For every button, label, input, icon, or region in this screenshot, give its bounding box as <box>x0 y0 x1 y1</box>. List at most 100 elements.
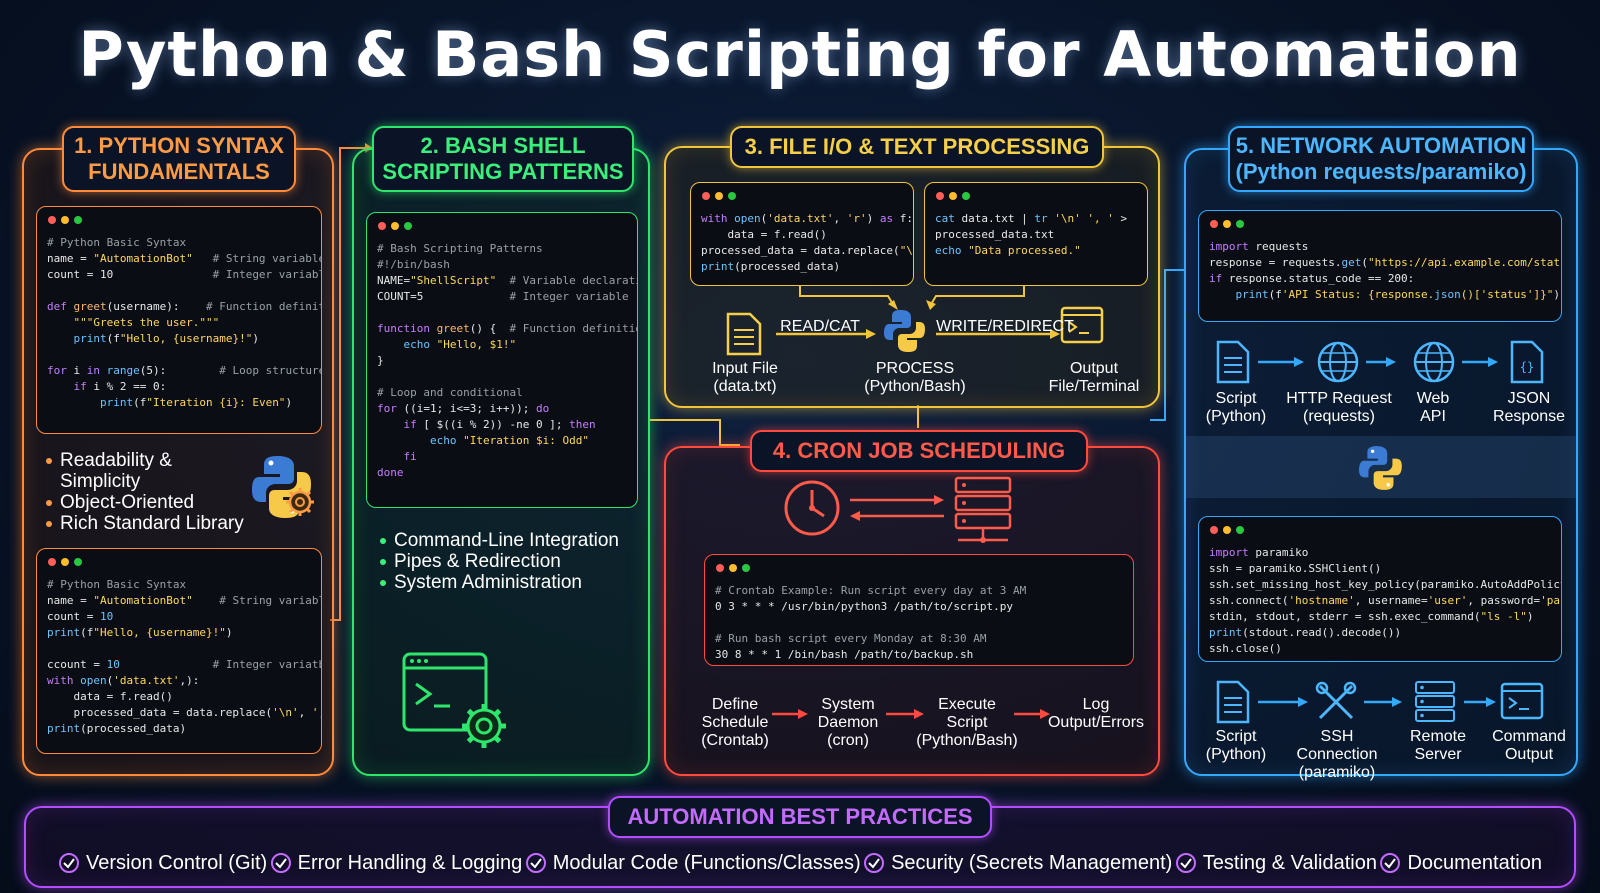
http-step-request: HTTP Request (requests) <box>1284 390 1394 426</box>
flow-label-line: HTTP Request <box>1286 390 1392 407</box>
flow-label-line: Daemon <box>817 714 879 731</box>
python-basic-code-block: # Python Basic Syntax name = "Automation… <box>36 206 322 434</box>
http-step-json: JSON Response <box>1486 390 1572 426</box>
cron-step-execute: Execute Script (Python/Bash) <box>912 696 1022 750</box>
list-item: Pipes & Redirection <box>378 551 628 572</box>
terminal-icon <box>1060 306 1104 344</box>
file-io-flow-graphics <box>726 286 1104 356</box>
flow-label-line: Execute <box>938 696 996 713</box>
practice-label: Security (Secrets Management) <box>891 851 1173 874</box>
ssh-step-server: Remote Server <box>1398 728 1478 764</box>
cron-step-define: Define Schedule (Crontab) <box>694 696 776 750</box>
gear-icon <box>286 488 314 516</box>
server-icon <box>954 476 1012 543</box>
flow-label-line: Script <box>946 714 988 731</box>
list-item: Modular Code (Functions/Classes) <box>525 852 861 875</box>
bash-patterns-title-line1: 2. BASH SHELL <box>420 133 586 158</box>
window-dots <box>716 564 750 572</box>
clock-icon <box>784 480 840 536</box>
terminal-icon <box>1500 682 1544 720</box>
svg-text:{}: {} <box>1520 360 1534 374</box>
globe-icon <box>1413 341 1455 383</box>
best-practices-title: AUTOMATION BEST PRACTICES <box>608 796 992 838</box>
bash-features-list: Command-Line Integration Pipes & Redirec… <box>378 530 628 593</box>
list-item: Documentation <box>1379 852 1542 875</box>
flow-label-line: (Python) <box>1205 746 1267 763</box>
practice-label: Modular Code (Functions/Classes) <box>552 851 861 874</box>
flow-label-line: Input File <box>712 360 778 377</box>
output-file-label: Output File/Terminal <box>1034 360 1154 396</box>
practice-label: Version Control (Git) <box>86 851 268 874</box>
flow-label-line: System <box>821 696 875 713</box>
ssh-flow-graphics <box>1216 680 1544 724</box>
flow-label-line: (data.txt) <box>713 378 777 395</box>
list-item: Object-Oriented <box>44 492 254 513</box>
list-item: Security (Secrets Management) <box>863 852 1172 875</box>
python-logo-icon <box>1359 446 1402 490</box>
flow-label-line: Define <box>711 696 759 713</box>
file-io-title: 3. FILE I/O & TEXT PROCESSING <box>730 126 1104 168</box>
page-title: Python & Bash Scripting for Automation <box>78 18 1522 91</box>
flow-label-line: Log <box>1082 696 1110 713</box>
cron-flow-arrows <box>772 709 1050 719</box>
requests-code-block: import requests response = requests.get(… <box>1198 210 1562 322</box>
flow-label-line: JSON <box>1507 390 1551 407</box>
list-item: Rich Standard Library <box>44 513 254 534</box>
flow-label-line: Schedule <box>701 714 769 731</box>
check-icon <box>270 853 291 873</box>
http-step-api: Web API <box>1400 390 1466 426</box>
globe-icon <box>1317 341 1359 383</box>
flow-label-line: (Python/Bash) <box>864 378 966 395</box>
list-item: Command-Line Integration <box>378 530 628 551</box>
gear-icon <box>462 704 506 748</box>
flow-label-line: Server <box>1414 746 1462 763</box>
process-label: PROCESS (Python/Bash) <box>850 360 980 396</box>
list-item: System Administration <box>378 572 628 593</box>
window-dots <box>48 216 82 224</box>
bash-patterns-title-line2: SCRIPTING PATTERNS <box>382 159 624 184</box>
flow-label-line: Remote <box>1409 728 1467 745</box>
check-icon <box>525 853 546 873</box>
crontab-code-block: # Crontab Example: Run script every day … <box>704 554 1134 666</box>
check-icon <box>59 853 79 873</box>
bash-patterns-title: 2. BASH SHELL SCRIPTING PATTERNS <box>372 126 634 192</box>
bash-code-block: # Bash Scripting Patterns #!/bin/bash NA… <box>366 212 638 508</box>
network-automation-title-line1: 5. NETWORK AUTOMATION <box>1235 133 1527 158</box>
flow-label-line: File/Terminal <box>1048 378 1140 395</box>
list-item: Testing & Validation <box>1175 852 1377 875</box>
flow-label-line: Output <box>1069 360 1119 377</box>
flow-label-line: Output/Errors <box>1047 714 1145 731</box>
terminal-icon <box>402 652 506 748</box>
python-logo-icon <box>252 456 314 518</box>
practice-label: Documentation <box>1407 851 1542 874</box>
flow-label-line: Output <box>1504 746 1554 763</box>
network-automation-title-line2: (Python requests/paramiko) <box>1235 159 1527 184</box>
flow-label-line: Script <box>1215 728 1257 745</box>
practice-label: Testing & Validation <box>1202 851 1377 874</box>
flow-label-line: (requests) <box>1302 408 1376 425</box>
list-item: Readability & Simplicity <box>44 450 254 492</box>
file-icon <box>726 312 762 356</box>
flow-label-line: (Python/Bash) <box>916 732 1018 749</box>
python-features-list: Readability & Simplicity Object-Oriented… <box>44 450 254 534</box>
flow-label-line: SSH Connection <box>1296 728 1378 763</box>
flow-label-line: (cron) <box>827 732 869 749</box>
write-redirect-label: WRITE/REDIRECT <box>936 318 1074 335</box>
ssh-step-connection: SSH Connection (paramiko) <box>1280 728 1394 782</box>
check-icon <box>1380 853 1401 873</box>
input-file-label: Input File (data.txt) <box>690 360 800 396</box>
python-syntax-title: 1. PYTHON SYNTAX FUNDAMENTALS <box>62 126 296 192</box>
window-dots <box>48 558 82 566</box>
ssh-step-script: Script (Python) <box>1196 728 1276 764</box>
file-icon <box>1216 680 1250 724</box>
flow-label-line: (Python) <box>1205 408 1267 425</box>
cron-step-log: Log Output/Errors <box>1044 696 1148 732</box>
python-syntax-title-line2: FUNDAMENTALS <box>88 159 270 184</box>
flow-label-line: Response <box>1492 408 1566 425</box>
flow-label-line: (paramiko) <box>1298 764 1376 781</box>
list-item: Version Control (Git) <box>58 852 267 875</box>
window-dots <box>378 222 412 230</box>
window-dots <box>936 192 970 200</box>
python-logo-icon <box>884 310 925 352</box>
flow-label-line: API <box>1420 408 1446 425</box>
